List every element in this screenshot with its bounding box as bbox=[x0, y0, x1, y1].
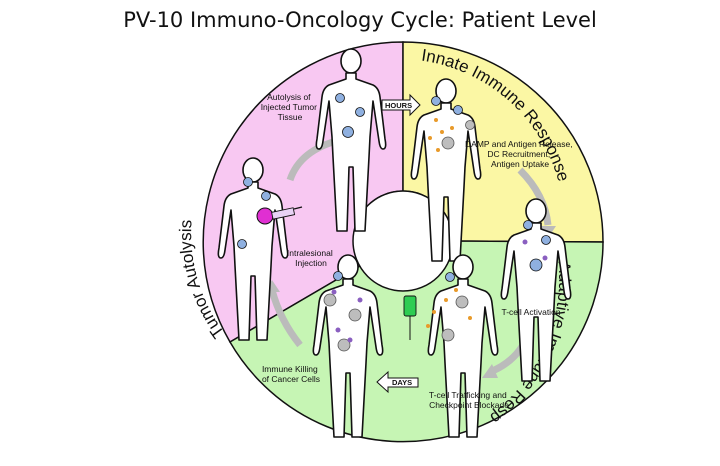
arrow-innate-to-adaptive bbox=[517, 167, 552, 226]
t-cells bbox=[331, 239, 548, 343]
tumor-cells bbox=[237, 93, 551, 282]
syringe-icon bbox=[256, 206, 303, 225]
label-killing: Immune Killing of Cancer Cells bbox=[262, 364, 320, 384]
arrow-lower-left bbox=[268, 289, 303, 348]
days-arrow: DAYS bbox=[376, 370, 419, 394]
label-autolysis: Autolysis of Injected Tumor Tissue bbox=[261, 92, 320, 122]
diagram-title: PV-10 Immuno-Oncology Cycle: Patient Lev… bbox=[123, 8, 597, 32]
hours-arrow: HOURS bbox=[381, 93, 421, 117]
damaged-cells bbox=[323, 120, 475, 352]
antigen-specks bbox=[426, 118, 472, 328]
label-damp: DAMP and Antigen Release, DC Recruitment… bbox=[465, 139, 575, 169]
label-tcell-activation: T-cell Activation bbox=[501, 307, 560, 317]
label-intralesional: Intralesional Injection bbox=[287, 248, 335, 268]
days-label: DAYS bbox=[392, 378, 412, 387]
label-trafficking: T-cell Trafficking and Checkpoint Blocka… bbox=[429, 390, 509, 410]
iv-bag-icon bbox=[403, 295, 417, 340]
hours-label: HOURS bbox=[385, 101, 412, 110]
